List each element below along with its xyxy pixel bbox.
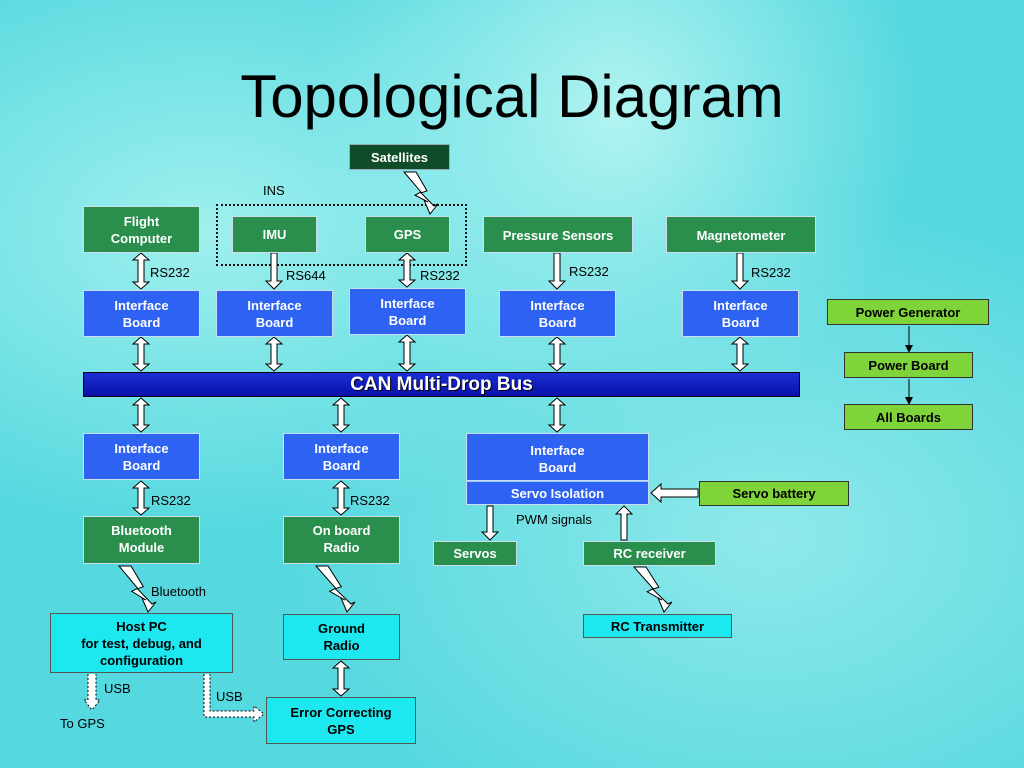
wireless-receiver-transmitter (632, 566, 673, 613)
rs232-label-bluetooth: RS232 (151, 493, 191, 508)
servos-box: Servos (433, 541, 517, 566)
wireless-satellites-gps (402, 171, 439, 215)
onboard-radio-box: On board Radio (283, 516, 400, 564)
link-ib2-bus (264, 336, 284, 372)
pressure-sensors-box: Pressure Sensors (483, 216, 633, 253)
link-ib6-bluetooth (131, 480, 151, 516)
interface-board-2: Interface Board (216, 290, 333, 337)
magnetometer-box: Magnetometer (666, 216, 816, 253)
link-bus-ib6 (131, 397, 151, 433)
power-generator-box: Power Generator (827, 299, 989, 325)
wireless-bluetooth-hostpc (117, 565, 157, 613)
rs232-label-radio: RS232 (350, 493, 390, 508)
usb-to-ecgps-arrow (203, 674, 265, 724)
interface-board-3: Interface Board (349, 288, 466, 335)
link-bus-ib7 (331, 397, 351, 433)
link-ib3-bus (397, 334, 417, 372)
can-bus: CAN Multi-Drop Bus (83, 372, 800, 397)
interface-board-4: Interface Board (499, 290, 616, 337)
rs232-label-flight-computer: RS232 (150, 265, 190, 280)
rs232-label-pressure: RS232 (569, 264, 609, 279)
link-bus-ib8 (547, 397, 567, 433)
bluetooth-module-box: Bluetooth Module (83, 516, 200, 564)
link-battery-isolation (650, 482, 699, 504)
bluetooth-label: Bluetooth (151, 584, 206, 599)
interface-board-5: Interface Board (682, 290, 799, 337)
servo-isolation-box: Servo Isolation (466, 481, 649, 505)
link-flight-computer (131, 252, 151, 290)
interface-board-8: Interface Board (466, 433, 649, 481)
rc-receiver-box: RC receiver (583, 541, 716, 566)
link-ground-ecgps (331, 660, 351, 697)
power-board-box: Power Board (844, 352, 973, 378)
usb-label-2: USB (216, 689, 243, 704)
link-receiver-isolation (614, 505, 634, 541)
link-pressure-sensors (547, 252, 567, 290)
ins-group-frame (216, 204, 467, 266)
rc-transmitter-box: RC Transmitter (583, 614, 732, 638)
host-pc-box: Host PC for test, debug, and configurati… (50, 613, 233, 673)
to-gps-label: To GPS (60, 716, 105, 731)
interface-board-6: Interface Board (83, 433, 200, 480)
imu-box: IMU (232, 216, 317, 253)
rs232-label-gps: RS232 (420, 268, 460, 283)
usb-label-1: USB (104, 681, 131, 696)
error-correcting-gps-box: Error Correcting GPS (266, 697, 416, 744)
link-isolation-servos (480, 505, 500, 541)
interface-board-7: Interface Board (283, 433, 400, 480)
link-ib5-bus (730, 336, 750, 372)
ground-radio-box: Ground Radio (283, 614, 400, 660)
gps-box: GPS (365, 216, 450, 253)
link-magnetometer (730, 252, 750, 290)
all-boards-box: All Boards (844, 404, 973, 430)
wireless-onboard-ground (314, 565, 356, 613)
usb-to-gps-arrow (82, 674, 102, 711)
satellites-box: Satellites (349, 144, 450, 170)
link-ib1-bus (131, 336, 151, 372)
page-title: Topological Diagram (240, 63, 784, 130)
link-imu (264, 252, 284, 290)
rs644-label-imu: RS644 (286, 268, 326, 283)
pwm-signals-label: PWM signals (516, 512, 592, 527)
servo-battery-box: Servo battery (699, 481, 849, 506)
ins-label: INS (263, 183, 285, 198)
rs232-label-magnetometer: RS232 (751, 265, 791, 280)
link-gps (397, 252, 417, 288)
link-ib7-radio (331, 480, 351, 516)
link-ib4-bus (547, 336, 567, 372)
interface-board-1: Interface Board (83, 290, 200, 337)
flight-computer-box: Flight Computer (83, 206, 200, 253)
